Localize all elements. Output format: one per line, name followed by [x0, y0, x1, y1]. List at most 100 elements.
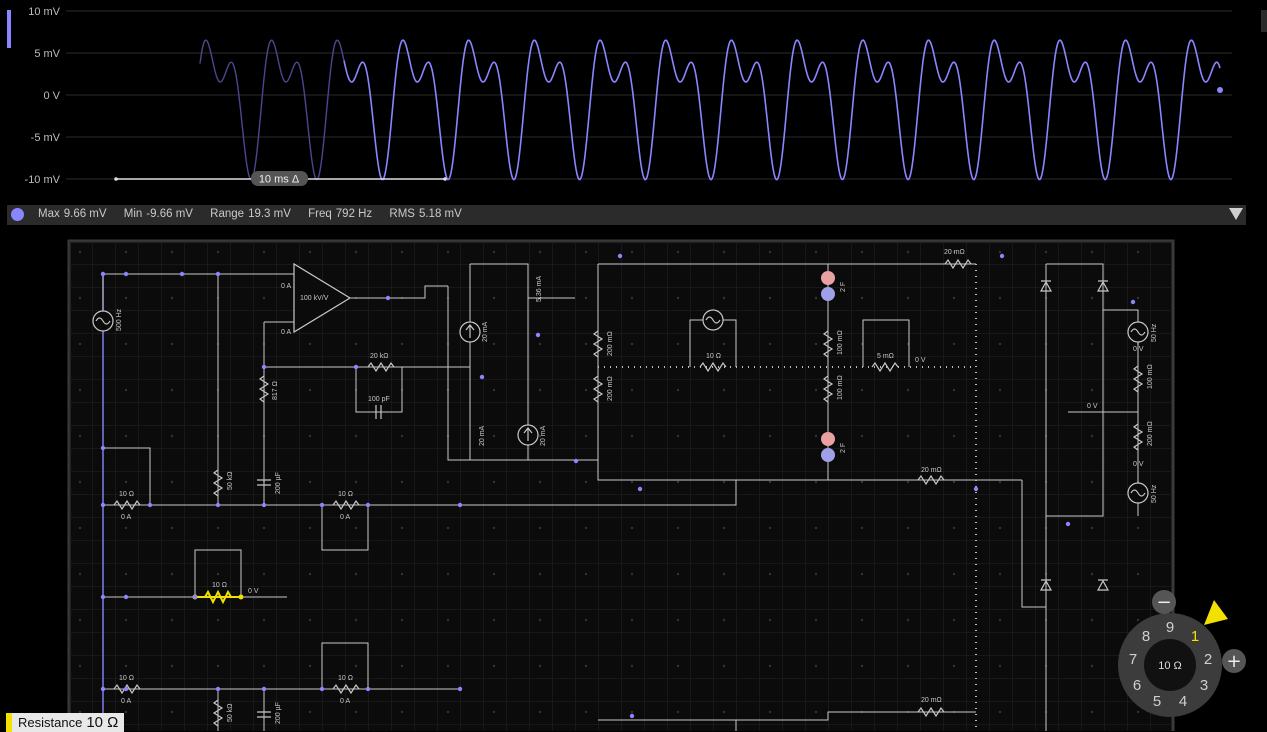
dial-digit-5[interactable]: 5	[1153, 693, 1161, 710]
current-source-2[interactable]	[517, 424, 539, 446]
oscilloscope-plot[interactable]: 10 mV 5 mV 0 V -5 mV -10 mV 10 ms Δ	[0, 0, 1267, 200]
label-v-0-1: 0 V	[915, 357, 926, 364]
label-r-10-d: 10 Ω	[338, 675, 353, 682]
capacitor-200uf-1[interactable]	[257, 479, 271, 486]
dial-pointer-icon	[1204, 600, 1228, 625]
rms-label: RMS	[389, 208, 415, 220]
ac-source-mid[interactable]	[702, 309, 724, 331]
min-label: Min	[123, 208, 143, 220]
dial-center-value: 10 Ω	[1158, 660, 1182, 672]
max-label: Max	[38, 208, 60, 220]
label-50hz-b: 50 Hz	[1151, 484, 1158, 503]
label-r-200m-1: 200 mΩ	[607, 331, 614, 356]
label-v-0-sel: 0 V	[248, 588, 259, 595]
dial-plus-button[interactable]: +	[1222, 649, 1246, 673]
y-label-neg5mv: -5 mV	[31, 132, 61, 144]
y-label-10mv: 10 mV	[28, 6, 60, 18]
op-amp[interactable]	[293, 262, 352, 334]
label-i-0a-a: 0 A	[121, 514, 131, 521]
dial-digit-3[interactable]: 3	[1200, 677, 1208, 694]
label-c-200uf-2: 200 µF	[275, 702, 282, 724]
channel-indicator	[7, 10, 11, 48]
trace-cursor-dot[interactable]	[1217, 87, 1223, 93]
range-value: 19.3 mV	[248, 208, 291, 220]
capacitor-2f-1[interactable]	[821, 271, 835, 301]
label-r-20k: 20 kΩ	[370, 353, 388, 360]
label-c-2f-1: 2 F	[840, 282, 847, 292]
label-c-2f-2: 2 F	[840, 443, 847, 453]
label-r-10-a: 10 Ω	[119, 491, 134, 498]
label-r-200m-r: 200 mΩ	[1147, 421, 1154, 446]
label-cs-20ma-1: 20 mA	[482, 321, 489, 342]
label-cs-20ma-3: 20 mA	[540, 425, 547, 446]
label-i-536: 5.36 mA	[536, 276, 543, 302]
circuit-canvas[interactable]: 500 Hz 100 kV/V 0 A 0 A 20 kΩ 817 Ω 100 …	[0, 236, 1267, 731]
capacitor-200uf-2[interactable]	[257, 711, 271, 718]
minus-icon: −	[1156, 592, 1171, 613]
label-r-200m-2: 200 mΩ	[607, 376, 614, 401]
label-i-0a-d: 0 A	[340, 698, 350, 705]
dial-digit-6[interactable]: 6	[1133, 677, 1141, 694]
label-i-0a-b: 0 A	[340, 514, 350, 521]
dial-digit-2[interactable]: 2	[1204, 651, 1212, 668]
ac-source-50hz-a[interactable]	[1127, 321, 1149, 343]
label-v-0-r3: 0 V	[1133, 461, 1144, 468]
selection-label: Resistance	[18, 715, 83, 730]
label-r-100m-r: 100 mΩ	[1147, 364, 1154, 389]
label-v-0-r1: 0 V	[1133, 346, 1144, 353]
label-r-50k-2: 50 kΩ	[227, 704, 234, 722]
max-value: 9.66 mV	[63, 208, 107, 220]
freq-value: 792 Hz	[335, 208, 373, 220]
range-label: Range	[210, 208, 245, 220]
dial-digit-8[interactable]: 8	[1142, 628, 1150, 645]
dial-digit-9[interactable]: 9	[1166, 619, 1174, 636]
selection-value: 10 Ω	[86, 714, 119, 731]
value-dial[interactable]: 10 Ω 9 1 2 3 4 5 6 7 8 − +	[1110, 590, 1260, 731]
waveform-trace-history	[199, 39, 345, 181]
time-marker-label: 10 ms Δ	[259, 174, 300, 186]
label-r-100m-1: 100 mΩ	[837, 330, 844, 355]
dial-minus-button[interactable]: −	[1152, 590, 1176, 614]
label-500hz: 500 Hz	[116, 308, 123, 331]
scope-scroll-handle[interactable]	[1261, 10, 1267, 32]
label-opamp-i2: 0 A	[281, 329, 291, 336]
collapse-scope-icon[interactable]	[1229, 208, 1243, 220]
min-value: -9.66 mV	[146, 208, 193, 220]
plus-icon: +	[1226, 651, 1241, 672]
label-r-20m-mid: 20 mΩ	[921, 467, 942, 474]
label-r-100m-2: 100 mΩ	[837, 375, 844, 400]
waveform-trace	[343, 39, 1221, 181]
time-marker[interactable]: 10 ms Δ	[114, 171, 447, 186]
y-label-neg10mv: -10 mV	[25, 174, 61, 186]
label-opamp-gain: 100 kV/V	[300, 295, 329, 302]
ac-source-50hz-b[interactable]	[1127, 482, 1149, 504]
label-r-20m-top: 20 mΩ	[944, 249, 965, 256]
dial-digit-1[interactable]: 1	[1191, 628, 1199, 645]
label-r-10-c: 10 Ω	[119, 675, 134, 682]
capacitor-2f-2[interactable]	[821, 432, 835, 462]
label-r-50k-1: 50 kΩ	[227, 472, 234, 490]
y-label-0v: 0 V	[43, 90, 60, 102]
label-c-100pf: 100 pF	[368, 396, 390, 403]
y-label-5mv: 5 mV	[34, 48, 60, 60]
freq-label: Freq	[308, 208, 332, 220]
label-r-20m-bot: 20 mΩ	[921, 697, 942, 704]
current-source-1[interactable]	[459, 321, 481, 343]
label-v-0-r2: 0 V	[1087, 403, 1098, 410]
ac-source-500hz[interactable]	[92, 310, 114, 332]
channel-color-dot[interactable]	[11, 208, 24, 221]
capacitor-100pf[interactable]	[375, 405, 382, 419]
dial-digit-4[interactable]: 4	[1179, 693, 1187, 710]
label-cs-20ma-2: 20 mA	[479, 425, 486, 446]
label-r-5m: 5 mΩ	[877, 353, 894, 360]
label-r-817: 817 Ω	[272, 381, 279, 400]
label-50hz-a: 50 Hz	[1151, 323, 1158, 342]
dial-digit-7[interactable]: 7	[1129, 651, 1137, 668]
label-opamp-i1: 0 A	[281, 283, 291, 290]
label-r-10-b: 10 Ω	[338, 491, 353, 498]
label-i-0a-c: 0 A	[121, 698, 131, 705]
circuit-wires	[102, 263, 1139, 731]
label-r-10-mid: 10 Ω	[706, 353, 721, 360]
